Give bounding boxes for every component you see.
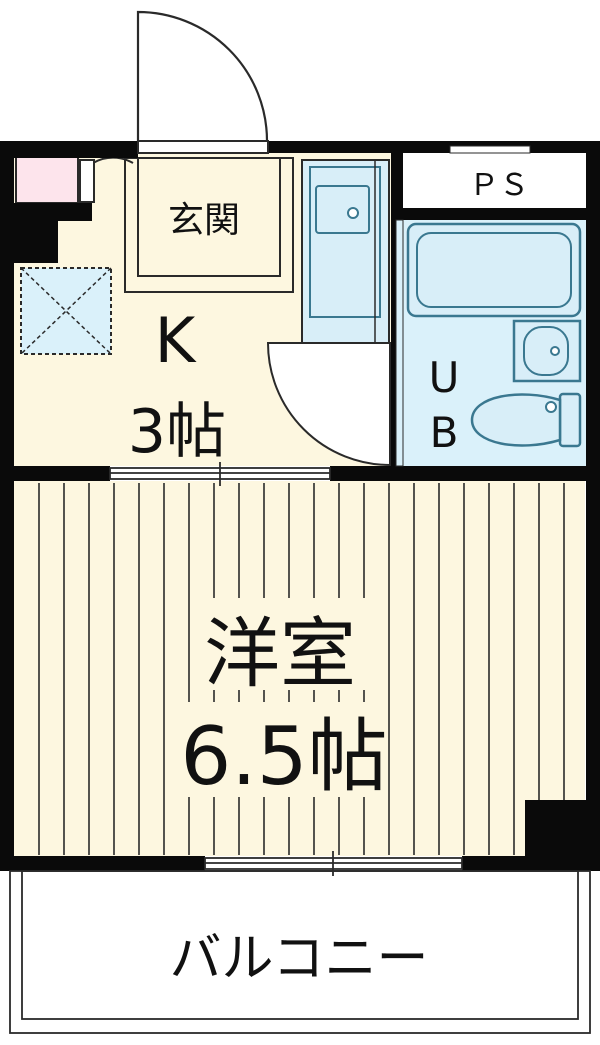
balcony-label: バルコニー (170, 929, 429, 989)
western-size: 6.5帖 (180, 710, 387, 803)
bath-door-swing (266, 342, 391, 467)
genkan-step (137, 157, 281, 277)
sliding-door-k (109, 462, 331, 486)
entrance-door (136, 10, 269, 154)
bath-label-b: B (430, 408, 459, 457)
bath-wall-inner (395, 219, 404, 467)
sink-drain (347, 207, 359, 219)
label-backdrop-2 (180, 702, 385, 797)
wall-nook-2 (58, 203, 92, 221)
western-label: 洋室 (204, 609, 356, 698)
washbasin (512, 319, 582, 383)
label-backdrop (190, 598, 370, 690)
bath-label-u: U (429, 353, 460, 402)
kitchen-counter (301, 159, 390, 346)
ps-floor (403, 153, 586, 208)
balcony (9, 870, 591, 1034)
sink-bowl (315, 185, 370, 234)
bathtub (406, 222, 582, 318)
genkan-label: 玄関 (168, 200, 240, 241)
kitchen-size: 3帖 (128, 397, 226, 467)
toilet (470, 392, 582, 448)
ps-vent (449, 145, 531, 154)
ps-label: ＰＳ (469, 168, 529, 203)
fridge-space (20, 267, 112, 355)
wall-nook (14, 203, 58, 263)
door-jamb (79, 159, 95, 203)
shoe-box (15, 156, 79, 204)
kitchen-label: K (155, 304, 197, 377)
